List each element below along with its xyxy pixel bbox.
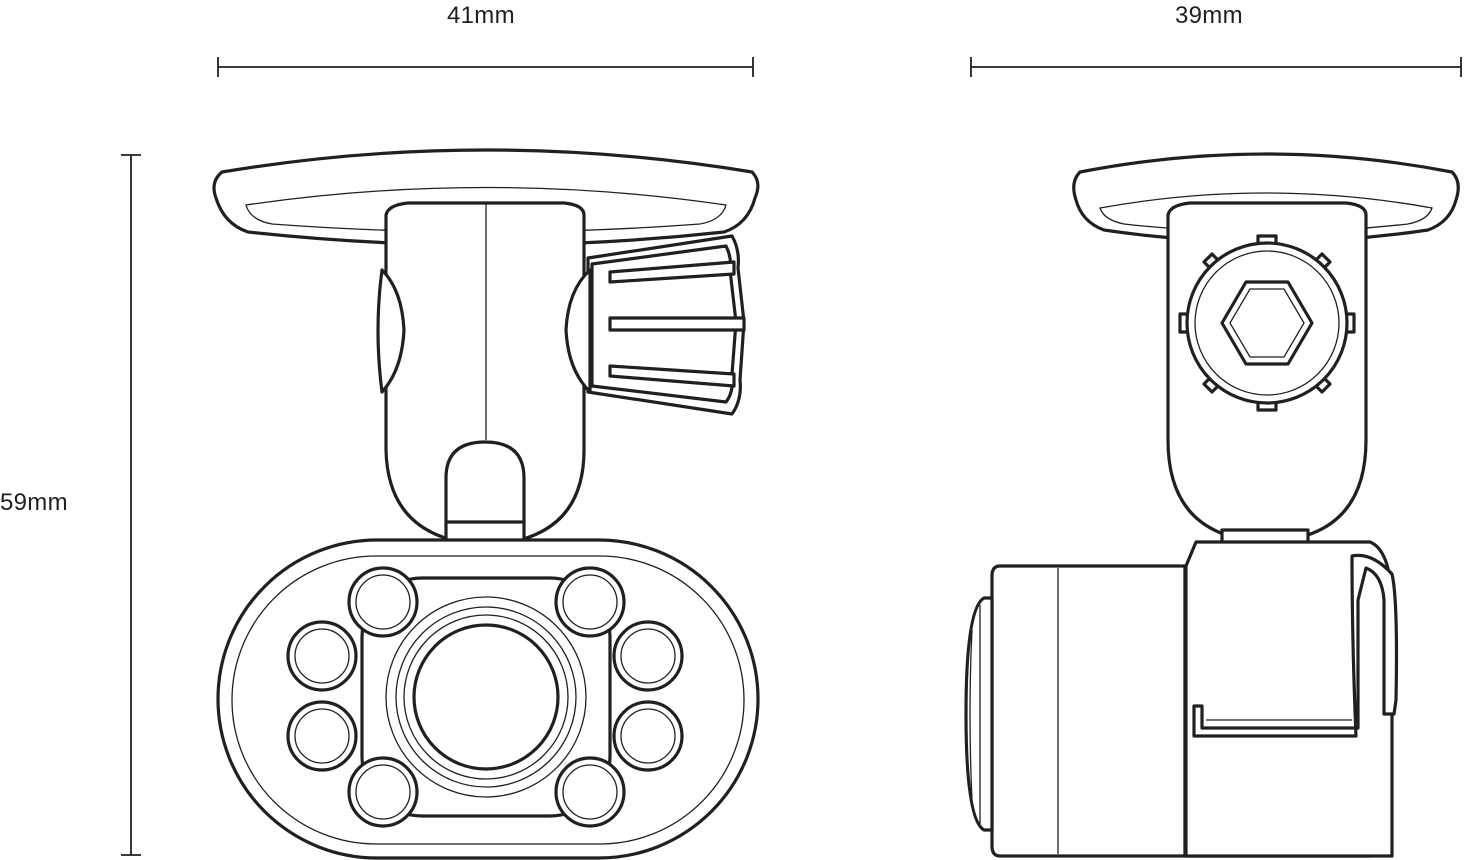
front-knob [586,234,746,416]
side-width-label: 39mm [1175,2,1243,29]
front-arm-housing [376,201,592,547]
front-width-label: 41mm [447,2,515,29]
height-label: 59mm [0,489,68,516]
front-camera-body [216,538,760,860]
front-view [212,148,760,860]
ir-led [286,566,684,828]
side-width-dimension-line [970,57,1462,77]
side-camera-body [964,540,1399,858]
height-dimension-line [121,154,141,856]
front-mount-disc [212,148,760,247]
side-view [964,152,1460,858]
camera-lens [385,596,587,798]
front-width-dimension-line [217,57,754,77]
side-hex-bolt [1178,234,1356,412]
